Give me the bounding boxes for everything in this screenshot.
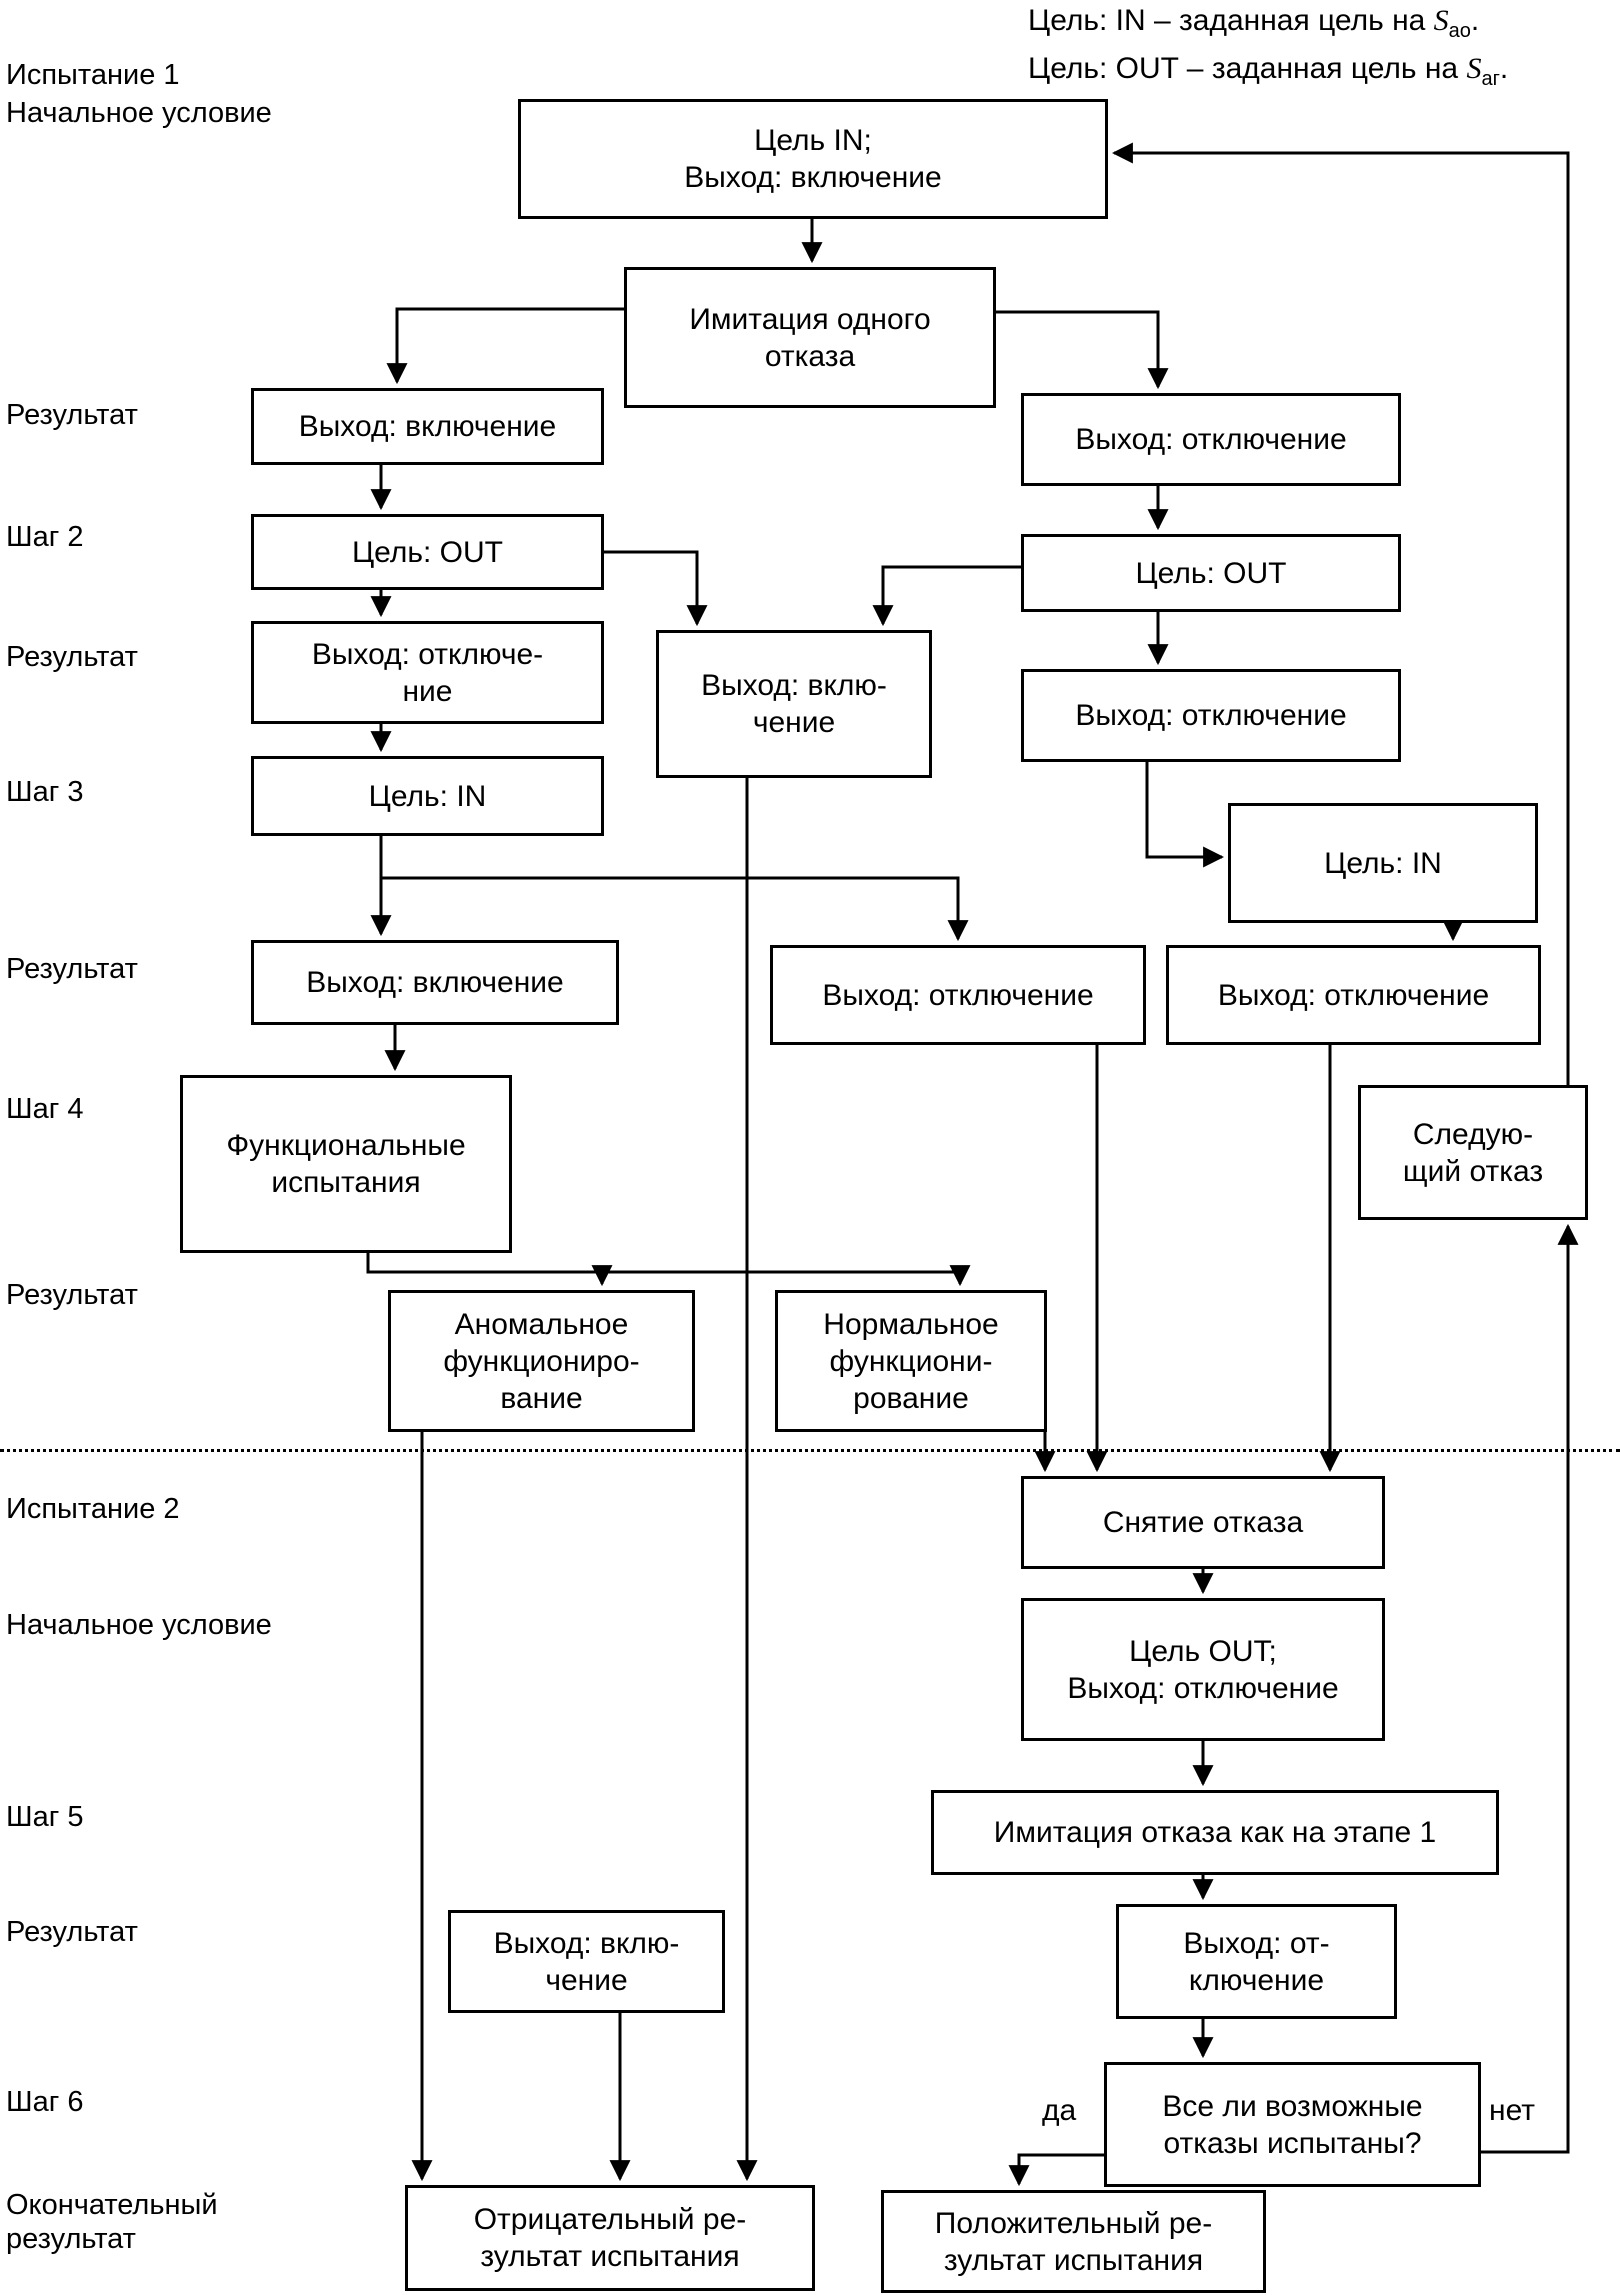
label-result-4: Результат (6, 1279, 138, 1311)
label-result-2: Результат (6, 641, 138, 673)
box-result5-output-on: Выход: вклю- чение (448, 1910, 725, 2013)
label-trial-1: Испытание 1 (6, 59, 180, 91)
box-result1-output-off: Выход: отключение (1021, 393, 1401, 486)
label-result-5: Результат (6, 1916, 138, 1948)
box-step2-goal-out-left: Цель: OUT (251, 514, 604, 590)
legend-line-goal-in: Цель: IN – заданная цель на Sао. (1028, 4, 1480, 42)
box-positive-test-result: Положительный ре- зультат испытания (881, 2190, 1266, 2293)
box-result2-output-off-left: Выход: отключе- ние (251, 621, 604, 724)
label-step-2: Шаг 2 (6, 521, 84, 553)
label-result-3: Результат (6, 953, 138, 985)
box-initial-goal-in: Цель IN; Выход: включение (518, 99, 1108, 219)
label-step-3: Шаг 3 (6, 776, 84, 808)
box-normal-functioning: Нормальное функциони- рование (775, 1290, 1047, 1432)
label-step-5: Шаг 5 (6, 1801, 84, 1833)
branch-label-no: нет (1489, 2094, 1535, 2127)
box-simulate-one-failure: Имитация одного отказа (624, 267, 996, 408)
label-trial-2: Испытание 2 (6, 1493, 180, 1525)
box-functional-tests: Функциональные испытания (180, 1075, 512, 1253)
box-result3-output-off-mid: Выход: отключение (770, 945, 1146, 1045)
box-step3-goal-in-left: Цель: IN (251, 756, 604, 836)
label-final-result: Окончательный результат (6, 2189, 218, 2255)
box-result2-output-on-mid: Выход: вклю- чение (656, 630, 932, 778)
box-next-failure: Следую- щий отказ (1358, 1085, 1588, 1220)
box-remove-failure: Снятие отказа (1021, 1476, 1385, 1569)
trial-separator-line (0, 1449, 1620, 1452)
box-all-failures-tested: Все ли возможные отказы испытаны? (1104, 2062, 1481, 2187)
box-result5-output-off: Выход: от- ключение (1116, 1904, 1397, 2019)
label-result-1: Результат (6, 399, 138, 431)
box-result3-output-off-right: Выход: отключение (1166, 945, 1541, 1045)
box-result1-output-on: Выход: включение (251, 388, 604, 465)
label-step-4: Шаг 4 (6, 1093, 84, 1125)
legend-line-goal-out: Цель: OUT – заданная цель на Sаг. (1028, 52, 1509, 90)
box-result2-output-off-right: Выход: отключение (1021, 669, 1401, 762)
branch-label-yes: да (1042, 2094, 1077, 2127)
label-init-cond-2: Начальное условие (6, 1609, 272, 1641)
label-init-cond-1: Начальное условие (6, 97, 272, 129)
box-negative-test-result: Отрицательный ре- зультат испытания (405, 2185, 815, 2291)
legend: Цель: IN – заданная цель на Sао. Цель: O… (1028, 2, 1508, 98)
box-abnormal-functioning: Аномальное функциониро- вание (388, 1290, 695, 1432)
box-step3-goal-in-right: Цель: IN (1228, 803, 1538, 923)
box-result3-output-on: Выход: включение (251, 940, 619, 1025)
box-step2-goal-out-right: Цель: OUT (1021, 534, 1401, 612)
label-step-6: Шаг 6 (6, 2086, 84, 2118)
box-initial-goal-out: Цель OUT; Выход: отключение (1021, 1598, 1385, 1741)
box-simulate-failure-stage1: Имитация отказа как на этапе 1 (931, 1790, 1499, 1875)
